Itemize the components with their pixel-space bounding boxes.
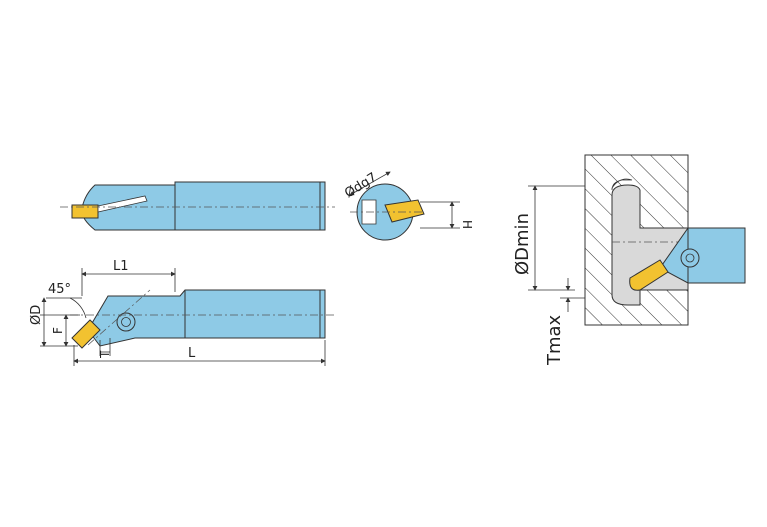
label-tmax: Tmax (544, 314, 565, 366)
label-l: L (188, 346, 196, 361)
side-view-body (87, 289, 326, 347)
label-l1: L1 (113, 259, 129, 274)
label-angle: 45° (48, 282, 71, 297)
label-odmin: ØDmin (512, 213, 533, 275)
label-t: T (98, 350, 112, 359)
end-view: Ødg7 H (342, 170, 474, 241)
side-view-insert (71, 319, 101, 349)
label-h: H (460, 220, 474, 229)
end-view-insert (384, 199, 425, 223)
bore-insert (629, 259, 669, 291)
top-view (60, 181, 335, 231)
workpiece-bore (611, 184, 689, 306)
side-view: L1 L 45° ØD F T (29, 259, 335, 366)
clamp-screw (116, 312, 136, 332)
bar-in-bore (659, 227, 746, 284)
label-od: ØD (29, 305, 44, 325)
application-view: ØDmin Tmax (512, 154, 746, 366)
label-f: F (51, 327, 65, 334)
